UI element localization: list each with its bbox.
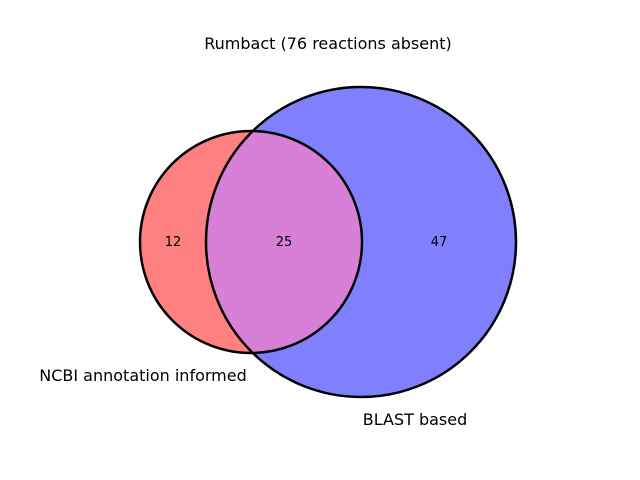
count-only-a: 12 <box>165 235 182 250</box>
set-a-outline <box>138 129 364 355</box>
diagram-title: Rumbact (76 reactions absent) <box>204 34 451 53</box>
set-a-label: NCBI annotation informed <box>39 366 247 385</box>
count-intersection: 25 <box>276 235 293 250</box>
set-b-label: BLAST based <box>363 410 468 429</box>
set-b-outline <box>204 85 518 399</box>
count-only-b: 47 <box>431 235 448 250</box>
